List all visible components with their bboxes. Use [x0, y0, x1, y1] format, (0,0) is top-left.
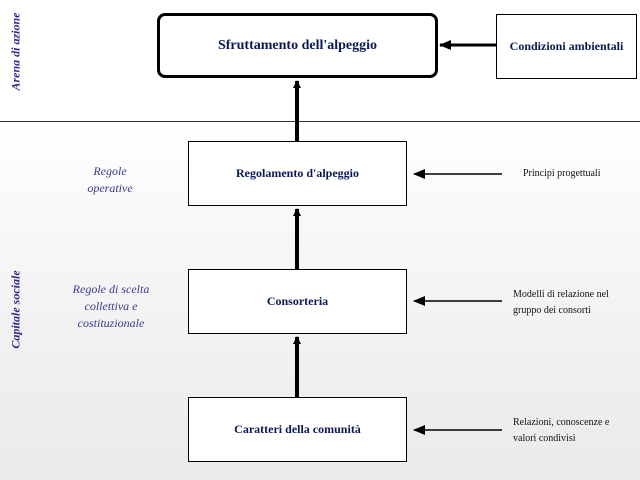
regole-operative-note: Regole operative	[87, 164, 133, 195]
sfruttamento-alpeggio-text: Sfruttamento dell'alpeggio	[217, 37, 378, 53]
relazioni-conoscenze-note: Relazioni, conoscenze e valori condivisi	[513, 417, 610, 444]
caratteri-comunita-text: Caratteri della comunità	[234, 422, 361, 436]
principi-progettuali-note: Principi progettuali	[523, 168, 601, 179]
modelli-relazione-note: Modelli di relazione nel gruppo dei cons…	[513, 289, 609, 316]
condizioni-ambientali-text: Condizioni ambientali	[509, 39, 624, 53]
consorteria-box: Consorteria	[188, 269, 407, 334]
condizioni-ambientali-box: Condizioni ambientali	[496, 14, 637, 79]
regolamento-alpeggio-box: Regolamento d'alpeggio	[188, 141, 407, 206]
section-divider	[0, 121, 640, 122]
regolamento-alpeggio-text: Regolamento d'alpeggio	[236, 166, 359, 180]
consorteria-text: Consorteria	[266, 294, 329, 308]
caratteri-comunita-box: Caratteri della comunità	[188, 397, 407, 462]
regole-scelta-note: Regole di scelta collettiva e costituzio…	[72, 282, 150, 330]
sfruttamento-alpeggio-box: Sfruttamento dell'alpeggio	[157, 13, 438, 78]
